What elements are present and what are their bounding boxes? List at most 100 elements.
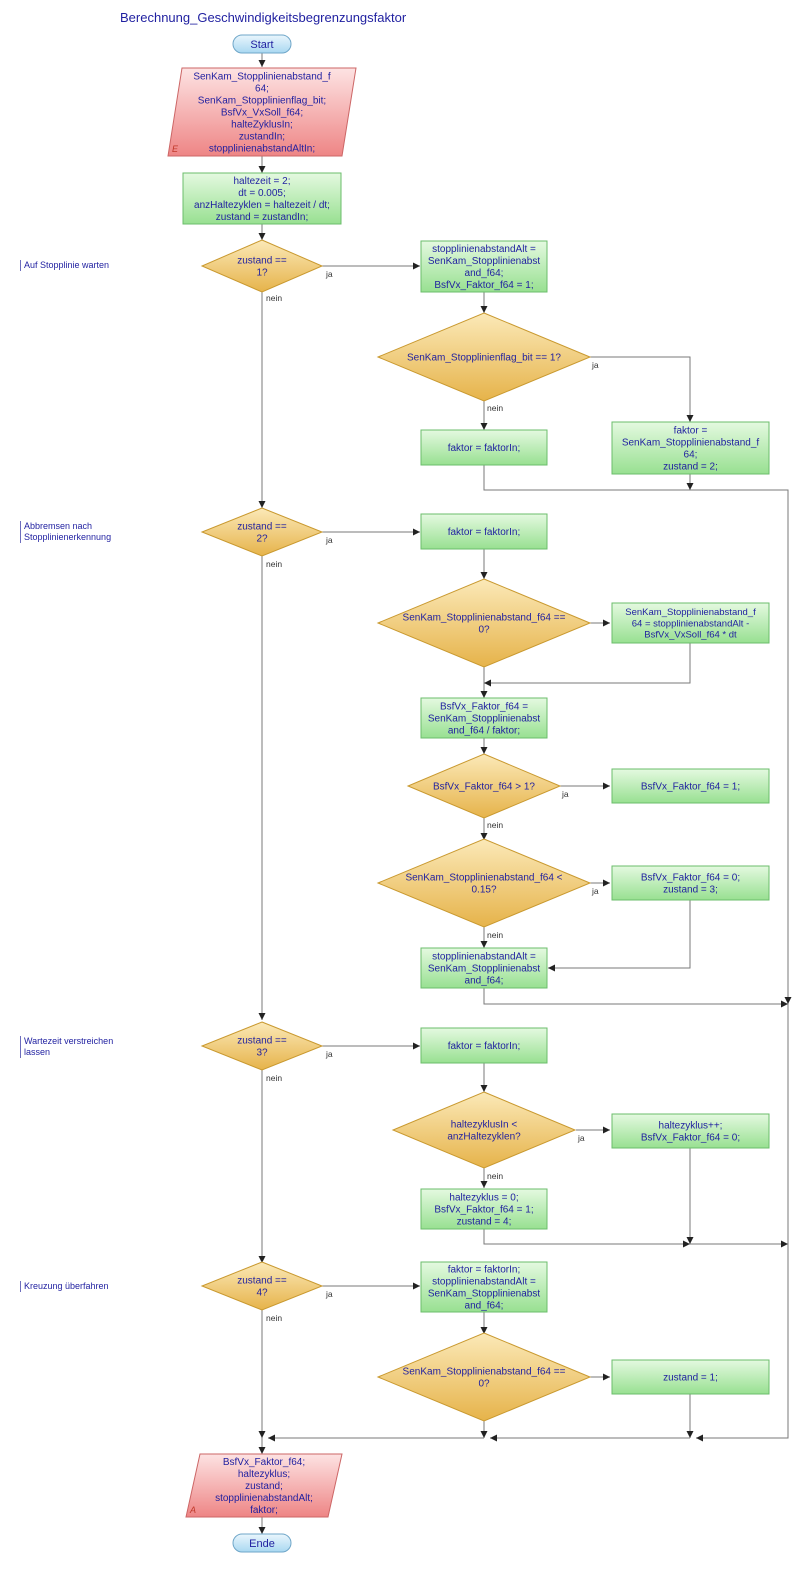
node-text: 0? [478,1379,490,1390]
node-text: zustand = 1; [663,1373,718,1384]
node-text: 2? [256,534,268,545]
node-text: SenKam_Stopplinienabstand_f64 == [403,1367,566,1378]
decision-stopplinienabstand-lt-015: SenKam_Stopplinienabstand_f64 <0.15? [376,838,592,928]
edge-label-yes: ja [325,1049,333,1059]
decision-zustand-2: zustand ==2? [200,507,324,557]
node-text: zustand = 2; [663,462,718,473]
node-text: zustand == [237,522,287,533]
node-text: BsfVx_Faktor_f64 = 0; [641,873,740,884]
edge-label-no: nein [266,1073,282,1083]
flow-arrow [696,1004,789,1442]
node-text: BsfVx_Faktor_f64 > 1? [433,782,535,793]
node-text: 64 = stopplinienabstandAlt - [632,618,750,629]
node-text: and_f64; [465,268,504,279]
node-text: and_f64; [465,976,504,987]
node-text: haltezyklusIn < [451,1120,518,1131]
node-text: stopplinienabstandAlt = [432,244,536,255]
process-update-stopplinienabstand: SenKam_Stopplinienabstand_f64 = stopplin… [611,602,770,644]
node-text: SenKam_Stopplinienabstand_f [193,72,331,83]
node-text: and_f64; [465,1301,504,1312]
node-text: anzHaltezyklen = haltezeit / dt; [194,200,330,211]
decision-haltezyklus: haltezyklusIn <anzHaltezyklen? [391,1091,577,1169]
process-faktor-stopplinienabstand: faktor =SenKam_Stopplinienabstand_f64;zu… [611,421,770,475]
node-text: zustand == [237,1036,287,1047]
section-label-line: Kreuzung überfahren [24,1281,109,1291]
end-terminal: Ende [232,1533,292,1553]
node-text: 3? [256,1048,268,1059]
node-text: SenKam_Stopplinienflag_bit == 1? [407,353,561,364]
section-label-cross-intersection: Kreuzung überfahren [20,1281,109,1292]
node-text: faktor = faktorIn; [448,1265,521,1276]
input-parallelogram: SenKam_Stopplinienabstand_f64;SenKam_Sto… [167,67,357,157]
node-text: SenKam_Stopplinienabst [428,964,541,975]
edge-label-yes: ja [577,1133,585,1143]
edge-label-no: nein [487,820,503,830]
node-text: zustand = 4; [457,1217,512,1228]
process-set-stopplinienabstand-alt: stopplinienabstandAlt =SenKam_Stopplinie… [420,240,548,293]
node-text: SenKam_Stopplinienabst [428,1289,541,1300]
node-text: zustand == [237,1276,287,1287]
edge-label-no: nein [487,1171,503,1181]
node-text: faktor = [674,426,708,437]
edge-label-no: nein [266,559,282,569]
node-text: SenKam_Stopplinienabst [428,714,541,725]
node-text: haltezeit = 2; [234,176,291,187]
node-text: 0.15? [471,885,496,896]
node-text: zustand = 3; [663,885,718,896]
node-text: BsfVx_Faktor_f64 = 1; [434,1205,533,1216]
edge-label-no: nein [266,1313,282,1323]
io-marker: E [172,144,179,154]
section-label-waiting-time: Wartezeit verstreichen lassen [20,1036,113,1058]
node-text: haltezyklus; [238,1469,290,1480]
edge-label-no: nein [266,293,282,303]
node-text: faktor = faktorIn; [448,443,521,454]
edge-label-yes: ja [325,535,333,545]
terminal-label: Ende [249,1538,275,1550]
edge-label-yes: ja [561,789,569,799]
flow-arrow [483,1229,690,1248]
node-text: and_f64 / faktor; [448,726,520,737]
process-faktor-faktorin: faktor = faktorIn; [420,1027,548,1064]
node-text: anzHaltezyklen? [447,1132,521,1143]
node-text: halteZyklusIn; [231,120,293,131]
node-text: BsfVx_VxSoll_f64 * dt [644,630,737,641]
process-bsfvx-faktor-1: BsfVx_Faktor_f64 = 1; [611,768,770,804]
node-text: BsfVx_Faktor_f64 = [440,702,528,713]
io-marker: A [189,1505,196,1515]
flow-arrow [548,900,691,972]
node-text: zustandIn; [239,132,285,143]
node-text: faktor = faktorIn; [448,1041,521,1052]
section-label-line: Stopplinienerkennung [24,532,112,542]
node-text: haltezyklus = 0; [449,1193,518,1204]
process-reset-haltezyklus: haltezyklus = 0;BsfVx_Faktor_f64 = 1;zus… [420,1188,548,1230]
node-text: 4? [256,1288,268,1299]
edge-label-no: nein [487,930,503,940]
decision-stopplinienabstand-zero: SenKam_Stopplinienabstand_f64 ==0? [376,578,592,668]
node-text: stopplinienabstandAlt = [432,1277,536,1288]
node-text: zustand = zustandIn; [216,212,309,223]
terminal-label: Start [250,39,273,51]
node-text: SenKam_Stopplinienflag_bit; [198,96,326,107]
edge-label-yes: ja [591,886,599,896]
node-text: stopplinienabstandAlt; [215,1493,313,1504]
process-store-stopplinienabstand-alt: stopplinienabstandAlt =SenKam_Stopplinie… [420,947,548,989]
section-label-line: lassen [24,1047,51,1057]
flow-arrow [483,988,788,1008]
node-text: dt = 0.005; [238,188,286,199]
node-text: SenKam_Stopplinienabstand_f64 < [405,873,562,884]
node-text: 1? [256,268,268,279]
decision-stopplinienabstand-zero: SenKam_Stopplinienabstand_f64 ==0? [376,1332,592,1422]
node-text: BsfVx_Faktor_f64 = 0; [641,1133,740,1144]
process-bsfvx-faktor-0-zustand-3: BsfVx_Faktor_f64 = 0;zustand = 3; [611,865,770,901]
edge-label-yes: ja [325,269,333,279]
node-text: SenKam_Stopplinienabstand_f64 == [403,613,566,624]
node-text: zustand == [237,256,287,267]
node-text: 64; [684,450,698,461]
process-zustand-1: zustand = 1; [611,1359,770,1395]
flow-arrow [484,643,691,687]
section-label-braking: Abbremsen nach Stopplinienerkennung [20,521,111,543]
decision-zustand-1: zustand ==1? [200,239,324,293]
diagram-title: Berechnung_Geschwindigkeitsbegrenzungsfa… [120,10,407,25]
node-text: BsfVx_Faktor_f64 = 1; [434,280,533,291]
edge-label-yes: ja [325,1289,333,1299]
